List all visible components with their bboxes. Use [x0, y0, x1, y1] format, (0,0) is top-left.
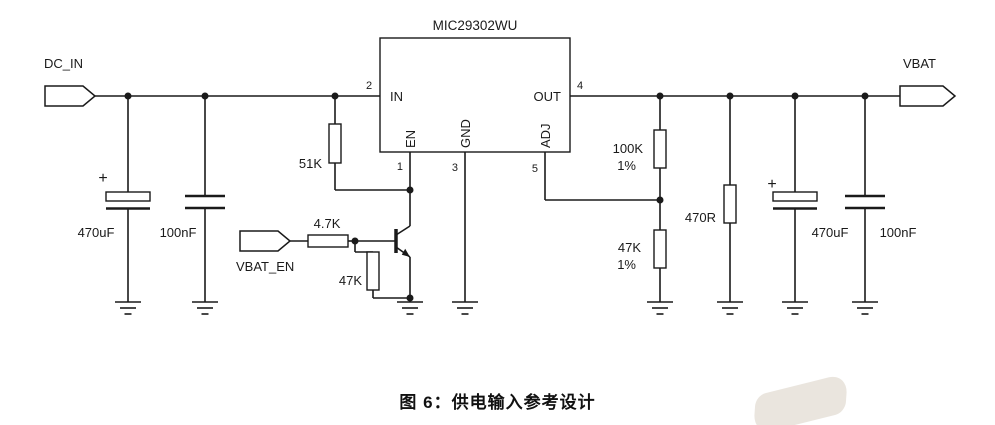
ic-body [379, 37, 571, 153]
connector-vbat: VBAT [899, 56, 957, 107]
ground-symbol [781, 301, 809, 315]
junction-dot [406, 186, 414, 194]
cap-output-bulk-label: 470uF [812, 225, 849, 240]
cap-output-bypass: 100nF [845, 96, 916, 302]
ic-pin-label-in: IN [390, 89, 403, 104]
resistor-body [653, 229, 667, 269]
figure-caption: 图 6：供电输入参考设计 [399, 393, 596, 412]
ic-pin-label-gnd: GND [458, 119, 473, 148]
transistor-collector [395, 225, 411, 236]
dc-in-port-symbol [44, 85, 97, 107]
junction-dot [791, 92, 799, 100]
resistor-body [653, 129, 667, 169]
cap-output-bulk: + 470uF [767, 96, 848, 302]
junction-dot [331, 92, 339, 100]
ground-symbol [451, 301, 479, 315]
resistor-output-label: 470R [685, 210, 716, 225]
cap-plate-top [105, 191, 151, 202]
cap-input-bypass-label: 100nF [160, 225, 197, 240]
vbat-en-label: VBAT_EN [236, 259, 294, 274]
vbat-en-port-symbol [239, 230, 292, 252]
junction-dot [726, 92, 734, 100]
ground-symbol [716, 301, 744, 315]
resistor-body [723, 184, 737, 224]
connector-dc-in: DC_IN [44, 56, 97, 107]
resistor-fb-top-label: 100K [613, 141, 644, 156]
junction-dot [201, 92, 209, 100]
resistor-base-label: 4.7K [314, 216, 341, 231]
cap-plate-top [772, 191, 818, 202]
resistor-output: 470R [685, 96, 737, 302]
resistor-fb-top-tolerance: 1% [617, 158, 636, 173]
junction-dot [656, 92, 664, 100]
resistor-fb-bottom: 47K 1% [617, 200, 667, 302]
emitter-arrow [401, 248, 410, 257]
cap-input-bulk-label: 470uF [78, 225, 115, 240]
resistor-body [328, 123, 342, 164]
junction-dot [406, 294, 414, 302]
ground-symbol [851, 301, 879, 315]
junction-dot [124, 92, 132, 100]
resistor-base-pulldown-label: 47K [339, 273, 362, 288]
vbat-port-symbol [899, 85, 957, 107]
ic-mic29302wu: MIC29302WU IN OUT 2 4 EN GND ADJ 1 3 5 [366, 18, 583, 175]
ic-pin-label-en: EN [403, 130, 418, 148]
resistor-fb-bottom-tolerance: 1% [617, 257, 636, 272]
resistor-fb-top: 100K 1% [613, 96, 667, 200]
resistor-base: 4.7K [307, 216, 396, 248]
resistor-body [307, 234, 349, 248]
resistor-base-pulldown: 47K [339, 241, 410, 299]
ic-pin-number-2: 2 [366, 80, 372, 92]
resistor-en-pullup-label: 51K [299, 156, 322, 171]
junction-dot [861, 92, 869, 100]
dc-in-label: DC_IN [44, 56, 83, 71]
transistor-npn [394, 225, 411, 302]
ic-pin-number-1: 1 [397, 161, 403, 173]
cap-input-bypass: 100nF [160, 96, 225, 302]
ic-title: MIC29302WU [433, 18, 518, 33]
ic-pin-number-4: 4 [577, 80, 583, 92]
cap-input-bulk: + 470uF [78, 96, 151, 302]
vbat-label: VBAT [903, 56, 936, 71]
resistor-body [366, 251, 380, 291]
junction-dot [351, 237, 359, 245]
ground-symbol [114, 301, 142, 315]
ground-symbol [191, 301, 219, 315]
resistor-fb-bottom-label: 47K [618, 240, 641, 255]
ic-pin-number-3: 3 [452, 162, 458, 174]
polarity-plus-sign: + [767, 176, 776, 193]
connector-vbat-en: VBAT_EN [236, 230, 308, 274]
cap-output-bypass-label: 100nF [880, 225, 917, 240]
polarity-plus-sign: + [98, 170, 107, 187]
resistor-en-pullup: 51K [299, 96, 410, 191]
ic-pin-label-adj: ADJ [538, 123, 553, 148]
wire-adj-net [544, 152, 660, 201]
ground-symbol [396, 301, 424, 315]
ground-symbol [646, 301, 674, 315]
junction-dot [656, 196, 664, 204]
ic-pin-number-5: 5 [532, 163, 538, 175]
ic-pin-label-out: OUT [534, 89, 562, 104]
